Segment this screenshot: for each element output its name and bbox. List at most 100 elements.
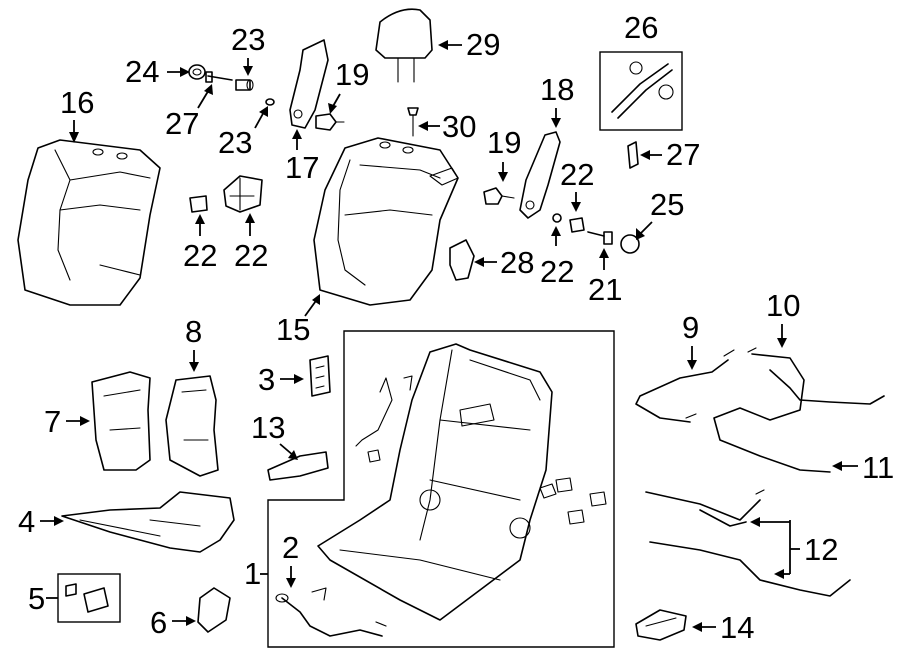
- callout-21b-label: 22: [560, 157, 594, 192]
- part-20-bolt-left: [205, 71, 233, 83]
- callout-20a-label: 27: [165, 106, 199, 141]
- part-24-cover: [223, 175, 263, 213]
- callout-23-right: 25: [636, 187, 684, 240]
- callout-9-label: 9: [682, 310, 699, 345]
- callout-2: 2: [282, 530, 299, 588]
- part-3-switch: [309, 355, 331, 397]
- callout-6-label: 6: [150, 605, 167, 640]
- callout-4: 4: [18, 504, 64, 539]
- callout-26-label: 26: [624, 10, 658, 45]
- part-4-seat-pan: [61, 491, 235, 553]
- callout-7: 7: [44, 404, 90, 439]
- part-9-cable: [635, 349, 735, 423]
- part-18-armrest-right: [519, 131, 561, 219]
- callout-17-label: 17: [285, 150, 319, 185]
- callout-19-right: 19: [487, 125, 521, 182]
- callout-21a-label: 23: [231, 22, 265, 57]
- callout-12-label: 12: [804, 532, 838, 567]
- part-20-bolt-right: [587, 231, 613, 245]
- callout-28-label: 28: [500, 245, 534, 280]
- part-22-washer-right: [552, 213, 562, 223]
- callout-25: 22: [183, 214, 217, 273]
- callout-14: 14: [692, 610, 754, 645]
- callout-25-label: 22: [183, 238, 217, 273]
- part-26-box: [599, 51, 683, 131]
- part-23-cap-left: [188, 64, 206, 80]
- callout-18: 18: [540, 72, 574, 128]
- part-15-seat-back: [313, 137, 459, 306]
- callout-18-label: 18: [540, 72, 574, 107]
- callout-23-left: 24: [125, 54, 190, 89]
- part-30-guide: [407, 107, 419, 137]
- callout-29: 29: [438, 27, 500, 62]
- callout-10: 10: [766, 288, 800, 348]
- callout-14-label: 14: [720, 610, 754, 645]
- part-8-side-shield: [165, 375, 219, 477]
- part-13-trim: [267, 451, 329, 481]
- part-2-wire: [275, 593, 387, 637]
- callout-9: 9: [682, 310, 699, 370]
- part-16-seat-back-cover: [17, 139, 161, 306]
- callout-11: 11: [832, 450, 894, 485]
- callout-6: 6: [150, 605, 196, 640]
- callout-21-right: 22: [560, 157, 594, 212]
- part-1-frame-box: [267, 330, 615, 648]
- part-23-cap-right: [620, 234, 640, 254]
- part-6-bracket: [197, 587, 231, 633]
- callout-22-right: 22: [540, 226, 574, 289]
- part-7-side-cover: [91, 371, 151, 471]
- callout-3: 3: [258, 362, 304, 397]
- callout-26: 26: [624, 10, 658, 45]
- part-27-clip: [627, 141, 639, 169]
- callout-11-label: 11: [862, 450, 894, 485]
- part-12-cables: [645, 489, 851, 597]
- callout-24-label: 22: [234, 238, 268, 273]
- callout-28: 28: [474, 245, 534, 280]
- callout-13: 13: [251, 410, 298, 460]
- callout-13-label: 13: [251, 410, 285, 445]
- callout-24: 22: [234, 213, 268, 273]
- callout-19-left: 19: [328, 57, 369, 114]
- callout-20b-label: 21: [588, 272, 622, 307]
- callout-16-label: 16: [60, 85, 94, 120]
- callout-19b-label: 19: [487, 125, 521, 160]
- callout-1-label: 1: [244, 556, 261, 591]
- callout-5-label: 5: [28, 581, 45, 616]
- callout-22b-label: 22: [540, 254, 574, 289]
- callout-19a-label: 19: [335, 57, 369, 92]
- callout-8: 8: [185, 314, 202, 372]
- callout-15-label: 15: [276, 312, 310, 347]
- callout-15: 15: [276, 294, 320, 347]
- part-25-clip: [189, 195, 208, 213]
- part-21-bushing-left: [235, 79, 254, 91]
- part-21-bushing-right: [569, 217, 585, 233]
- part-19-pin-right: [483, 187, 515, 205]
- part-5-box: [57, 573, 121, 623]
- part-seat-frame: [311, 343, 607, 621]
- callout-12: 12: [750, 517, 838, 579]
- callout-23b-label: 25: [650, 187, 684, 222]
- callout-21-left: 23: [231, 22, 265, 76]
- part-17-armrest-left: [289, 39, 329, 129]
- callout-30: 30: [418, 109, 476, 144]
- callout-4-label: 4: [18, 504, 35, 539]
- part-22-washer-left: [265, 98, 275, 106]
- callout-10-label: 10: [766, 288, 800, 323]
- callout-7-label: 7: [44, 404, 61, 439]
- part-28-knob: [449, 239, 475, 281]
- callout-16: 16: [60, 85, 94, 143]
- part-10-cable: [713, 347, 885, 473]
- callout-22a-label: 23: [218, 125, 252, 160]
- callout-1: 1: [244, 556, 268, 591]
- callout-5: 5: [28, 581, 58, 616]
- part-29-headrest: [375, 8, 433, 83]
- callout-27: 27: [640, 137, 700, 172]
- callout-2-label: 2: [282, 530, 299, 565]
- part-14-bracket: [635, 609, 687, 641]
- callout-8-label: 8: [185, 314, 202, 349]
- callout-29-label: 29: [466, 27, 500, 62]
- callout-17: 17: [285, 129, 319, 185]
- callout-22-left: 23: [218, 106, 268, 160]
- part-19-pin-left: [315, 113, 345, 131]
